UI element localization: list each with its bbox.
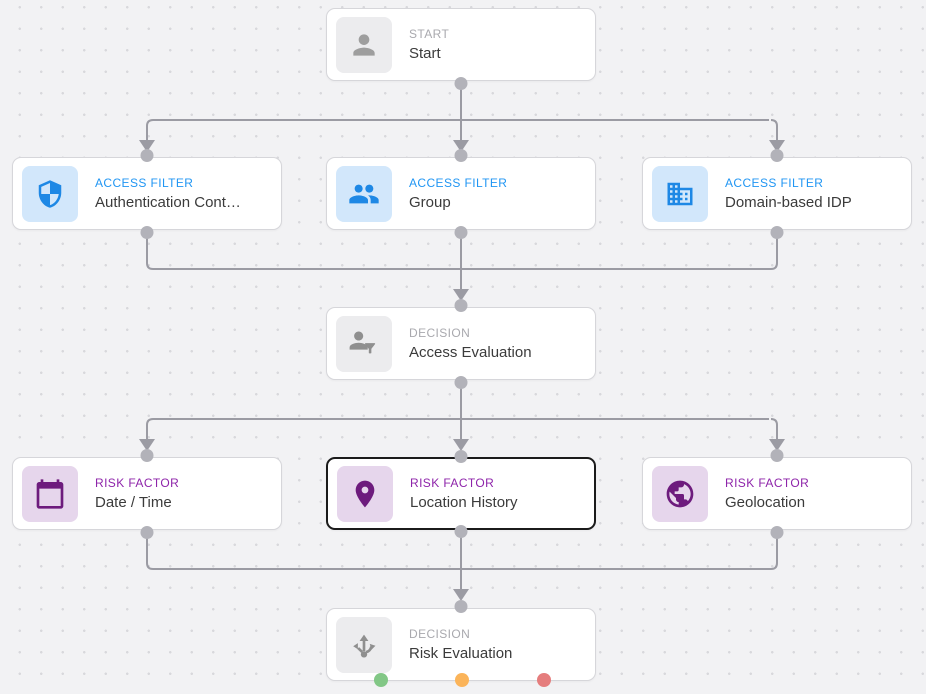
node-title: Risk Evaluation — [409, 644, 513, 662]
node-title: Start — [409, 44, 441, 62]
node-type-label: DECISION — [409, 325, 471, 340]
node-title: Authentication Cont… — [95, 193, 241, 211]
outcome-port-low-risk[interactable] — [374, 673, 388, 687]
node-type-label: ACCESS FILTER — [95, 175, 194, 190]
node-type-label: RISK FACTOR — [95, 475, 180, 490]
node-access-filter-group[interactable]: ACCESS FILTER Group — [326, 149, 596, 239]
node-title: Group — [409, 193, 451, 211]
location-pin-icon — [337, 465, 393, 522]
node-start[interactable]: START Start — [326, 8, 596, 90]
node-title: Date / Time — [95, 493, 172, 511]
shield-icon — [22, 165, 78, 222]
node-access-filter-domain-idp[interactable]: ACCESS FILTER Domain-based IDP — [642, 149, 912, 239]
output-port[interactable] — [454, 77, 468, 90]
node-risk-factor-date-time[interactable]: RISK FACTOR Date / Time — [12, 449, 282, 539]
input-port[interactable] — [140, 449, 154, 462]
output-port[interactable] — [140, 226, 154, 239]
node-title: Geolocation — [725, 493, 806, 511]
node-type-label: RISK FACTOR — [410, 475, 495, 490]
node-title: Access Evaluation — [409, 343, 532, 361]
node-risk-factor-geolocation[interactable]: RISK FACTOR Geolocation — [642, 449, 912, 539]
input-port[interactable] — [454, 299, 468, 312]
node-title: Domain-based IDP — [725, 193, 852, 211]
node-decision-access-evaluation[interactable]: DECISION Access Evaluation — [326, 299, 596, 389]
node-access-filter-authentication-context[interactable]: ACCESS FILTER Authentication Cont… — [12, 149, 282, 239]
node-type-label: ACCESS FILTER — [725, 175, 824, 190]
group-icon — [336, 165, 392, 222]
output-port[interactable] — [770, 226, 784, 239]
outcome-port-medium-risk[interactable] — [455, 673, 469, 687]
node-type-label: RISK FACTOR — [725, 475, 810, 490]
arrowheads — [139, 140, 785, 601]
input-port[interactable] — [454, 149, 468, 162]
node-type-label: ACCESS FILTER — [409, 175, 508, 190]
output-port[interactable] — [770, 526, 784, 539]
input-port[interactable] — [140, 149, 154, 162]
input-port[interactable] — [770, 149, 784, 162]
node-type-label: START — [409, 26, 450, 41]
output-port[interactable] — [454, 376, 468, 389]
globe-icon — [652, 465, 708, 522]
person-filter-icon — [336, 315, 392, 372]
node-type-label: DECISION — [409, 626, 471, 641]
node-title: Location History — [410, 493, 518, 511]
output-port[interactable] — [140, 526, 154, 539]
route-split-icon — [336, 616, 392, 673]
input-port[interactable] — [454, 450, 468, 463]
node-risk-factor-location-history[interactable]: RISK FACTOR Location History — [326, 450, 596, 538]
building-icon — [652, 165, 708, 222]
calendar-icon — [22, 465, 78, 522]
input-port[interactable] — [454, 600, 468, 613]
input-port[interactable] — [770, 449, 784, 462]
outcome-port-high-risk[interactable] — [537, 673, 551, 687]
output-port[interactable] — [454, 525, 468, 538]
node-decision-risk-evaluation[interactable]: DECISION Risk Evaluation — [326, 600, 596, 687]
output-port[interactable] — [454, 226, 468, 239]
person-icon — [336, 16, 392, 73]
